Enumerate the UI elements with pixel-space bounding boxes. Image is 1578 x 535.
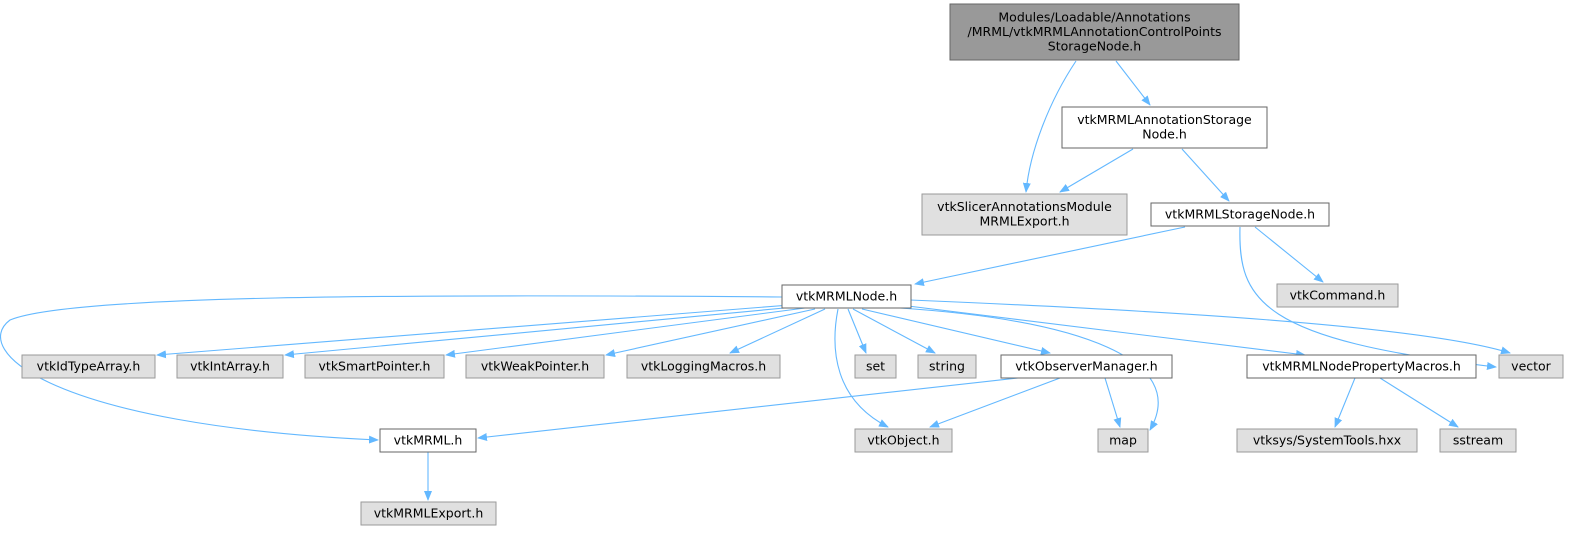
- node-box: [854, 428, 953, 453]
- node-label-line: vector: [1511, 358, 1552, 373]
- node-label-line: vtkObserverManager.h: [1015, 358, 1157, 373]
- node-weakptr: vtkWeakPointer.h: [465, 354, 605, 379]
- node-string: string: [917, 354, 977, 379]
- node-box: [1150, 202, 1330, 227]
- node-label-line: map: [1109, 432, 1137, 447]
- edge-root-to-annotstorage: [1115, 60, 1151, 106]
- node-label-line: MRMLExport.h: [979, 214, 1069, 229]
- edge-storagenode-to-mrmlnode: [914, 226, 1186, 287]
- node-logging: vtkLoggingMacros.h: [626, 354, 781, 379]
- node-label-line: vtkMRMLAnnotationStorage: [1077, 112, 1252, 127]
- node-label-line: sstream: [1453, 432, 1503, 447]
- node-box: [626, 354, 781, 379]
- node-label-line: /MRML/vtkMRMLAnnotationControlPoints: [968, 24, 1222, 39]
- node-box: [1061, 106, 1268, 149]
- node-vector: vector: [1498, 354, 1564, 379]
- node-box: [854, 354, 897, 379]
- node-box: [1439, 428, 1517, 453]
- edge-observer-to-map: [1104, 377, 1122, 428]
- node-box: [465, 354, 605, 379]
- edge-mrmlnode-to-observer: [861, 308, 1051, 355]
- edge-mrmlnode-to-string: [852, 308, 936, 354]
- node-box: [1276, 283, 1399, 308]
- node-label-line: vtkWeakPointer.h: [481, 358, 589, 373]
- node-box: [1000, 354, 1173, 379]
- node-box: [176, 354, 284, 379]
- edge-mrmlnode-to-mrmlh: [0, 295, 783, 444]
- node-label-line: vtkSlicerAnnotationsModule: [937, 199, 1112, 214]
- edge-annotstorage-to-storagenode: [1181, 148, 1230, 202]
- edge-mrmlnode-to-weakptr: [605, 308, 816, 357]
- node-box: [917, 354, 977, 379]
- node-sstream: sstream: [1439, 428, 1517, 453]
- edge-annotstorage-to-slicerexport: [1059, 148, 1134, 193]
- node-box: [1246, 354, 1477, 379]
- node-label-line: vtkMRMLNode.h: [796, 288, 897, 303]
- edge-mrmlnode-to-smartptr: [445, 307, 806, 358]
- node-box: [379, 428, 477, 453]
- edge-mrmlnode-to-map: [899, 307, 1159, 431]
- nodes-layer: Modules/Loadable/Annotations/MRML/vtkMRM…: [21, 3, 1564, 526]
- node-systools: vtksys/SystemTools.hxx: [1236, 428, 1418, 453]
- node-label-line: vtkCommand.h: [1290, 287, 1386, 302]
- node-box: [1236, 428, 1418, 453]
- node-box: [21, 354, 156, 379]
- edge-storagenode-to-command: [1254, 226, 1324, 283]
- node-intarray: vtkIntArray.h: [176, 354, 284, 379]
- node-box: [949, 3, 1240, 61]
- node-label-line: Modules/Loadable/Annotations: [998, 9, 1190, 24]
- edge-propmacros-to-sstream: [1379, 377, 1459, 428]
- node-mrmlnode[interactable]: vtkMRMLNode.h: [781, 284, 912, 309]
- node-idtype: vtkIdTypeArray.h: [21, 354, 156, 379]
- node-box: [781, 284, 912, 309]
- node-mrmlexport: vtkMRMLExport.h: [360, 501, 497, 526]
- node-label-line: vtksys/SystemTools.hxx: [1253, 432, 1401, 447]
- node-smartptr: vtkSmartPointer.h: [304, 354, 445, 379]
- node-label-line: StorageNode.h: [1048, 38, 1141, 53]
- node-map: map: [1097, 428, 1149, 453]
- node-box: [1498, 354, 1564, 379]
- node-propmacros[interactable]: vtkMRMLNodePropertyMacros.h: [1246, 354, 1477, 379]
- edge-mrmlnode-to-vector: [909, 299, 1511, 355]
- node-object: vtkObject.h: [854, 428, 953, 453]
- node-label-line: set: [866, 358, 885, 373]
- node-label-line: vtkMRMLNodePropertyMacros.h: [1262, 358, 1461, 373]
- node-root: Modules/Loadable/Annotations/MRML/vtkMRM…: [949, 3, 1240, 61]
- node-command: vtkCommand.h: [1276, 283, 1399, 308]
- edge-mrmlnode-to-idtype: [156, 304, 791, 359]
- node-storagenode[interactable]: vtkMRMLStorageNode.h: [1150, 202, 1330, 227]
- node-box: [304, 354, 445, 379]
- node-label-line: vtkIntArray.h: [190, 358, 270, 373]
- node-label-line: vtkObject.h: [867, 432, 939, 447]
- edge-observer-to-mrmlh: [477, 377, 1019, 441]
- node-box: [1097, 428, 1149, 453]
- node-label-line: vtkSmartPointer.h: [319, 358, 431, 373]
- node-box: [921, 193, 1128, 236]
- edges-layer: [0, 60, 1511, 501]
- node-label-line: vtkMRMLStorageNode.h: [1165, 206, 1315, 221]
- edge-propmacros-to-systools: [1334, 377, 1356, 428]
- node-box: [360, 501, 497, 526]
- node-label-line: Node.h: [1142, 127, 1187, 142]
- node-set: set: [854, 354, 897, 379]
- edge-mrmlnode-to-set: [847, 308, 867, 354]
- node-mrmlh[interactable]: vtkMRML.h: [379, 428, 477, 453]
- edge-mrmlnode-to-object: [834, 308, 889, 428]
- edge-mrmlnode-to-logging: [729, 308, 826, 354]
- edge-mrmlnode-to-propmacros: [907, 305, 1306, 358]
- node-label-line: vtkIdTypeArray.h: [37, 358, 141, 373]
- edge-mrmlnode-to-intarray: [284, 306, 796, 359]
- node-label-line: vtkMRML.h: [394, 432, 463, 447]
- node-label-line: vtkMRMLExport.h: [374, 505, 484, 520]
- node-label-line: vtkLoggingMacros.h: [641, 358, 766, 373]
- edge-observer-to-object: [929, 377, 1061, 428]
- node-observer[interactable]: vtkObserverManager.h: [1000, 354, 1173, 379]
- node-label-line: string: [929, 358, 965, 373]
- edge-root-to-slicerexport: [1022, 60, 1077, 193]
